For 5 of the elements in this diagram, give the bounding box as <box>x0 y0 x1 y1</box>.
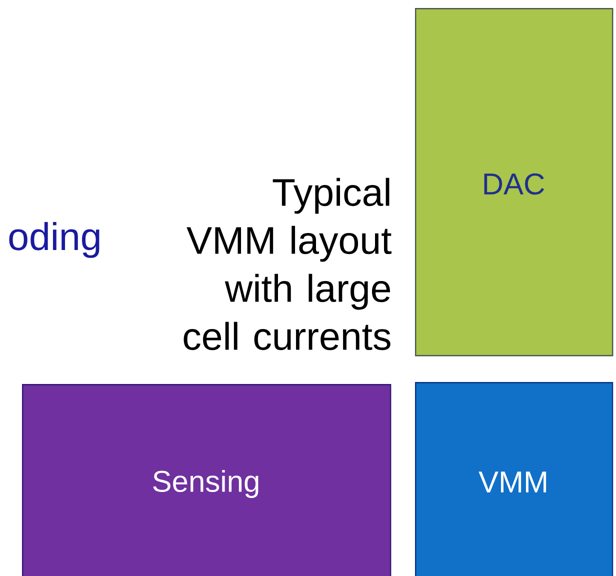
note-text: Typical VMM layout with large cell currents <box>184 178 392 350</box>
block-box: DAC <box>415 8 614 356</box>
block-box: Sensing <box>22 384 392 576</box>
heading-text: oding <box>9 222 100 258</box>
block-box: VMM <box>415 382 614 576</box>
